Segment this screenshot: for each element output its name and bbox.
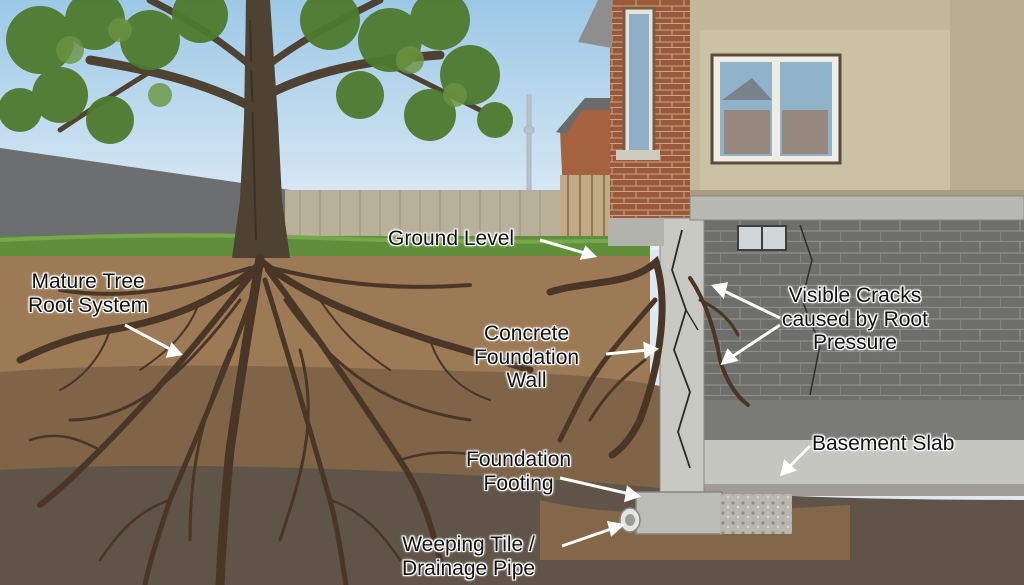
weeping-tile-pipe [619, 507, 641, 533]
basement-slab-text: Basement Slab [812, 432, 955, 455]
house-siding [690, 0, 1024, 204]
visible-cracks-line-1: Visible Cracks [788, 284, 922, 307]
label-foundation-wall: Concrete Foundation Wall [474, 322, 579, 393]
label-weeping-tile: Weeping Tile / Drainage Pipe [402, 533, 535, 580]
label-foundation-footing: Foundation Footing [466, 448, 571, 495]
neighbour-house [556, 98, 612, 240]
arrow-weeping-tile [561, 526, 615, 548]
gravel-bed [720, 494, 792, 534]
arrow-basement-slab [786, 444, 812, 470]
label-mature-tree: Mature Tree Root System [28, 270, 148, 317]
arrow-footing [559, 476, 631, 496]
mature-tree-line-1: Mature Tree [31, 270, 145, 293]
label-ground-level: Ground Level [388, 227, 514, 251]
weeping-tile-line-1: Weeping Tile / [402, 533, 535, 556]
foundation-wall-line-2: Foundation [474, 345, 580, 369]
arrow-cracks-1 [721, 288, 781, 320]
arrow-mature-tree [124, 323, 173, 352]
tree-foliage [0, 0, 513, 144]
foundation-footing [635, 491, 723, 535]
label-visible-cracks: Visible Cracks caused by Root Pressure [782, 284, 928, 355]
tree-root-system [16, 253, 534, 585]
visible-cracks-line-2: caused by Root [782, 307, 928, 331]
mature-tree-line-2: Root System [28, 293, 149, 317]
ground-level-text: Ground Level [388, 227, 515, 250]
arrow-cracks-2 [729, 323, 781, 360]
footing-line-1: Foundation [466, 448, 572, 471]
left-fence [0, 148, 290, 248]
callout-arrows [124, 238, 812, 548]
foundation-wall-line-1: Concrete [483, 322, 570, 345]
label-basement-slab: Basement Slab [812, 432, 954, 456]
house-brick-wall [578, 0, 690, 218]
back-fence [285, 190, 575, 240]
footing-line-2: Footing [483, 471, 554, 495]
invasive-roots [546, 255, 750, 459]
arrow-ground-level [539, 238, 589, 256]
arrow-foundation-wall [605, 348, 649, 356]
basement-interior [700, 218, 1024, 496]
foundation-wall [608, 195, 1024, 495]
foundation-wall-line-3: Wall [506, 369, 547, 393]
visible-cracks-line-3: Pressure [812, 331, 897, 355]
weeping-tile-line-2: Drainage Pipe [402, 556, 536, 580]
